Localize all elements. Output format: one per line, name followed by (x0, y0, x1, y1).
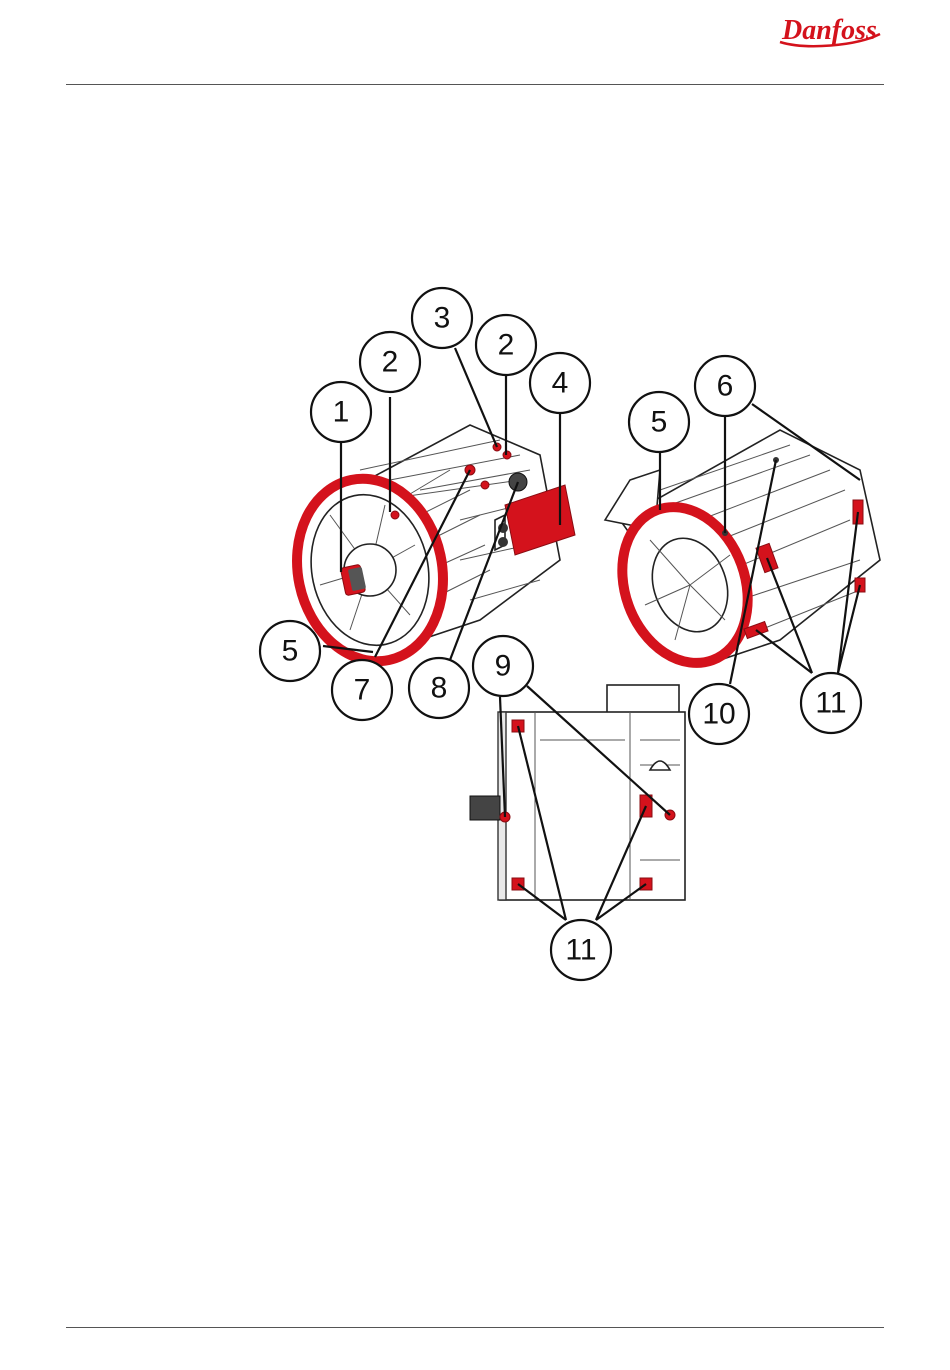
svg-text:10: 10 (702, 698, 735, 731)
callout-6: 6 (695, 356, 755, 416)
svg-text:2: 2 (382, 346, 399, 379)
callout-10: 10 (689, 684, 749, 744)
callout-2-right: 2 (476, 315, 536, 375)
motor-rear-view (601, 430, 880, 681)
svg-text:11: 11 (565, 934, 596, 967)
svg-text:5: 5 (651, 406, 668, 439)
callout-11-right: 11 (801, 673, 861, 733)
svg-text:8: 8 (431, 672, 448, 705)
svg-text:7: 7 (354, 674, 371, 707)
callout-8: 8 (409, 658, 469, 718)
callout-7: 7 (332, 660, 392, 720)
svg-text:1: 1 (333, 396, 350, 429)
svg-text:5: 5 (282, 635, 299, 668)
callout-5-left: 5 (260, 621, 320, 681)
motor-side-view (470, 685, 685, 900)
callout-1: 1 (311, 382, 371, 442)
motor-front-view (280, 425, 575, 675)
callout-9: 9 (473, 636, 533, 696)
svg-text:3: 3 (434, 302, 451, 335)
svg-text:9: 9 (495, 650, 512, 683)
footer-rule (66, 1327, 884, 1328)
svg-text:2: 2 (498, 329, 515, 362)
svg-text:11: 11 (815, 687, 846, 720)
svg-text:4: 4 (552, 367, 569, 400)
callout-4: 4 (530, 353, 590, 413)
callout-2-left: 2 (360, 332, 420, 392)
svg-text:6: 6 (717, 370, 734, 403)
callout-3: 3 (412, 288, 472, 348)
callout-5-right: 5 (629, 392, 689, 452)
callout-11-bottom: 11 (551, 920, 611, 980)
